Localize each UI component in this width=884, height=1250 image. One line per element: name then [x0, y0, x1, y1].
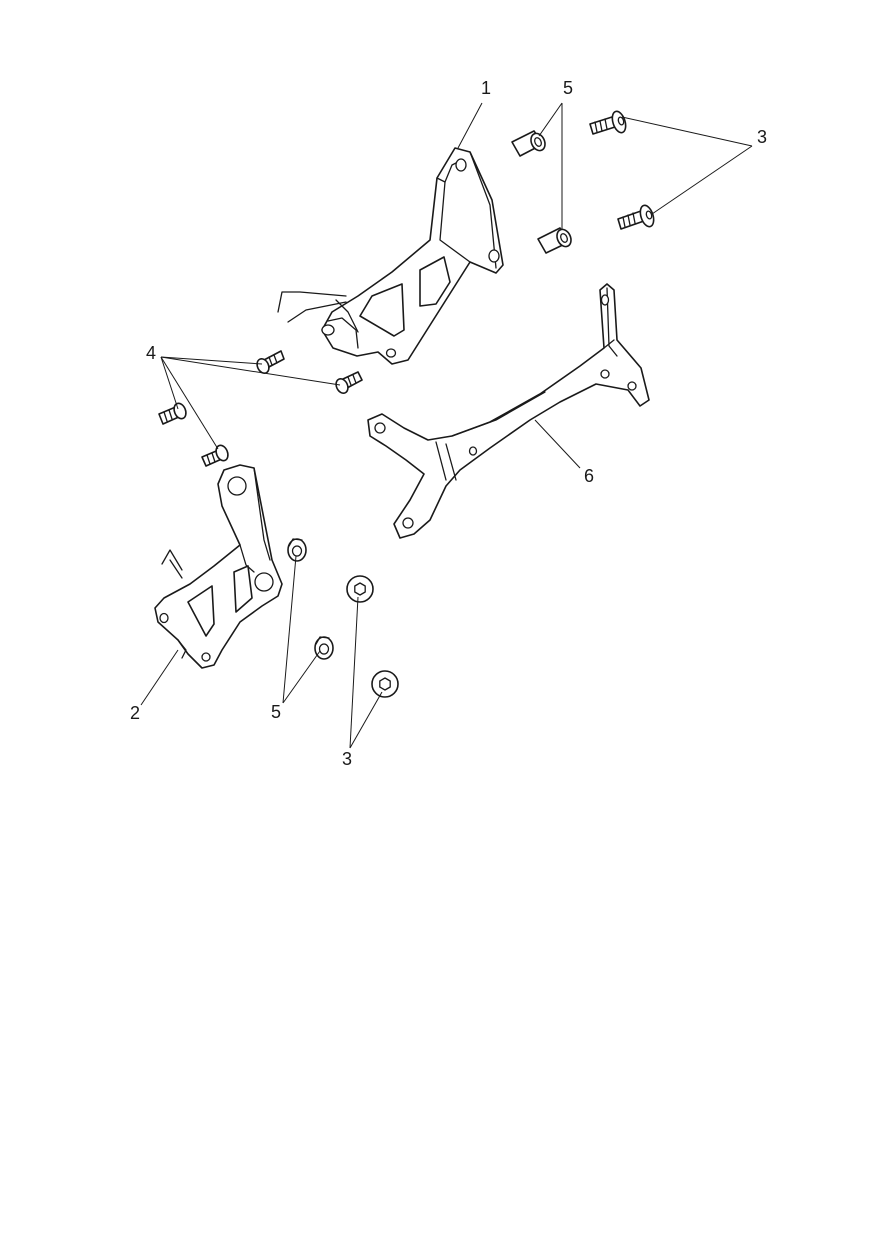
screw-part-4-a — [256, 350, 285, 374]
screw-part-4-c — [158, 402, 187, 425]
bracket-cross-part-6 — [367, 283, 650, 539]
leader-lines — [140, 102, 753, 749]
bush-part-5-top-b — [537, 227, 572, 254]
callout-6: 6 — [584, 466, 594, 486]
callout-1: 1 — [481, 78, 491, 98]
nut-part-3-bottom-a — [346, 575, 374, 603]
callout-3-bottom: 3 — [342, 749, 352, 769]
bush-part-5-bottom-b — [314, 636, 334, 660]
callout-2: 2 — [130, 703, 140, 723]
callout-5-top: 5 — [563, 78, 573, 98]
nut-part-3-bottom-b — [371, 670, 399, 698]
bracket-lower-part-2 — [154, 464, 283, 669]
bolt-part-3-top-a — [589, 110, 627, 135]
bush-part-5-bottom-a — [287, 538, 307, 562]
screw-part-4-d — [201, 444, 229, 467]
callout-4: 4 — [146, 343, 156, 363]
bracket-upper-part-1 — [277, 147, 504, 365]
bush-part-5-top-a — [511, 130, 546, 157]
screw-part-4-b — [335, 371, 363, 394]
callout-5-bottom: 5 — [271, 702, 281, 722]
bolt-part-3-top-b — [617, 204, 655, 230]
callout-3-top: 3 — [757, 127, 767, 147]
